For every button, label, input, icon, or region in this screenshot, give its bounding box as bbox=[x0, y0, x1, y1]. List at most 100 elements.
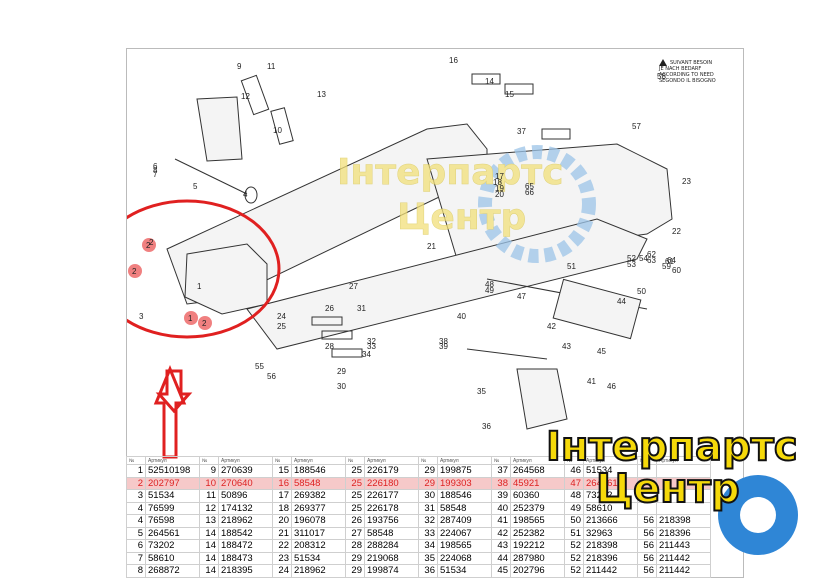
cell-no: 13 bbox=[199, 514, 219, 528]
header-article: Артикул bbox=[218, 456, 273, 465]
cell-no: 7 bbox=[126, 551, 146, 565]
cell-article: 51534 bbox=[291, 551, 346, 565]
cell-article: 268872 bbox=[145, 564, 200, 578]
callout-65: 65 bbox=[525, 182, 534, 191]
callout-34: 34 bbox=[362, 350, 371, 359]
watermark-gear-icon bbox=[478, 145, 596, 263]
cell-no: 2 bbox=[126, 476, 146, 490]
callout-44: 44 bbox=[617, 297, 626, 306]
callout-40: 40 bbox=[457, 312, 466, 321]
cell-no: 39 bbox=[491, 489, 511, 503]
cell-article: 198565 bbox=[437, 539, 492, 553]
cell-article: 287409 bbox=[437, 514, 492, 528]
note-line-2: JE NACH BEDARF bbox=[659, 66, 702, 72]
callout-10: 10 bbox=[273, 126, 282, 135]
cell-no: 9 bbox=[199, 464, 219, 478]
arrow-icon bbox=[153, 365, 187, 459]
callout-48: 48 bbox=[485, 280, 494, 289]
logo-line1: Інтерпартс bbox=[546, 424, 798, 470]
cell-article: 226179 bbox=[364, 464, 419, 478]
wear-pad-14 bbox=[471, 73, 501, 85]
cell-no: 14 bbox=[199, 539, 219, 553]
callout-16: 16 bbox=[449, 56, 458, 65]
cell-no: 25 bbox=[345, 476, 365, 490]
callout-23: 23 bbox=[682, 177, 691, 186]
cell-article: 76599 bbox=[145, 501, 200, 515]
cell-no: 12 bbox=[199, 501, 219, 515]
wear-pad-15 bbox=[504, 83, 534, 95]
cell-article: 188546 bbox=[437, 489, 492, 503]
callout-14: 14 bbox=[485, 77, 494, 86]
cell-no: 29 bbox=[418, 476, 438, 490]
wear-plate-c bbox=[331, 348, 363, 358]
callout-17: 17 bbox=[495, 172, 504, 181]
cell-no: 5 bbox=[126, 526, 146, 540]
cell-article: 226178 bbox=[364, 501, 419, 515]
cell-article: 226180 bbox=[364, 476, 419, 490]
upper-bracket bbox=[196, 96, 243, 162]
callout-7: 7 bbox=[153, 170, 158, 179]
cell-no: 28 bbox=[345, 539, 365, 553]
cell-no: 14 bbox=[199, 564, 219, 578]
callout-54: 54 bbox=[639, 254, 648, 263]
callout-45: 45 bbox=[597, 347, 606, 356]
callout-43: 43 bbox=[562, 342, 571, 351]
cell-no: 22 bbox=[272, 539, 292, 553]
cell-no: 37 bbox=[491, 464, 511, 478]
callout-24: 24 bbox=[277, 312, 286, 321]
cell-no: 8 bbox=[126, 564, 146, 578]
callout-18: 18 bbox=[493, 178, 502, 187]
callout-36: 36 bbox=[482, 422, 491, 431]
callout-59: 59 bbox=[662, 262, 671, 271]
cell-no: 36 bbox=[418, 564, 438, 578]
cell-article: 193756 bbox=[364, 514, 419, 528]
callout-33: 33 bbox=[367, 342, 376, 351]
header-article: Артикул bbox=[364, 456, 419, 465]
header-article: Артикул bbox=[656, 456, 711, 465]
callout-52: 52 bbox=[627, 254, 636, 263]
cell-no: 6 bbox=[126, 539, 146, 553]
note-line-4: SEGONDO IL BISOGNO bbox=[659, 78, 716, 84]
hl-callout-2b: 2 bbox=[132, 267, 137, 276]
callout-4: 4 bbox=[243, 190, 248, 199]
cell-no: 29 bbox=[345, 551, 365, 565]
callout-25: 25 bbox=[277, 322, 286, 331]
header-article: Артикул bbox=[291, 456, 346, 465]
slide-pad-9 bbox=[240, 74, 270, 116]
callout-13: 13 bbox=[317, 90, 326, 99]
cell-article: 58548 bbox=[364, 526, 419, 540]
callout-66: 66 bbox=[525, 188, 534, 197]
cell-article: 224068 bbox=[437, 551, 492, 565]
callout-29: 29 bbox=[337, 367, 346, 376]
cell-no: 26 bbox=[345, 514, 365, 528]
cell-no: 45 bbox=[491, 564, 511, 578]
callout-15: 15 bbox=[505, 90, 514, 99]
callout-41: 41 bbox=[587, 377, 596, 386]
cell-article: 218962 bbox=[291, 564, 346, 578]
note-line-1: SUIVANT BESOIN bbox=[670, 60, 713, 66]
cell-no: 23 bbox=[272, 551, 292, 565]
cell-no: 1 bbox=[126, 464, 146, 478]
cross-pin bbox=[466, 348, 548, 360]
cell-no: 10 bbox=[199, 476, 219, 490]
cell-article: 50896 bbox=[218, 489, 273, 503]
cell-article: 226177 bbox=[364, 489, 419, 503]
callout-3: 3 bbox=[139, 312, 144, 321]
cell-article: 208312 bbox=[291, 539, 346, 553]
cell-article: 51534 bbox=[145, 489, 200, 503]
need-note: SUIVANT BESOIN JE NACH BEDARF ACCORDING … bbox=[659, 59, 716, 84]
header-no: № bbox=[199, 456, 219, 465]
wear-pad-37 bbox=[541, 128, 571, 140]
cell-no: 32 bbox=[418, 514, 438, 528]
cell-article: 311017 bbox=[291, 526, 346, 540]
callout-28: 28 bbox=[325, 342, 334, 351]
cell-article: 224067 bbox=[437, 526, 492, 540]
slide-pad-10 bbox=[270, 107, 294, 145]
callout-42: 42 bbox=[547, 322, 556, 331]
callout-61: 61 bbox=[665, 257, 674, 266]
